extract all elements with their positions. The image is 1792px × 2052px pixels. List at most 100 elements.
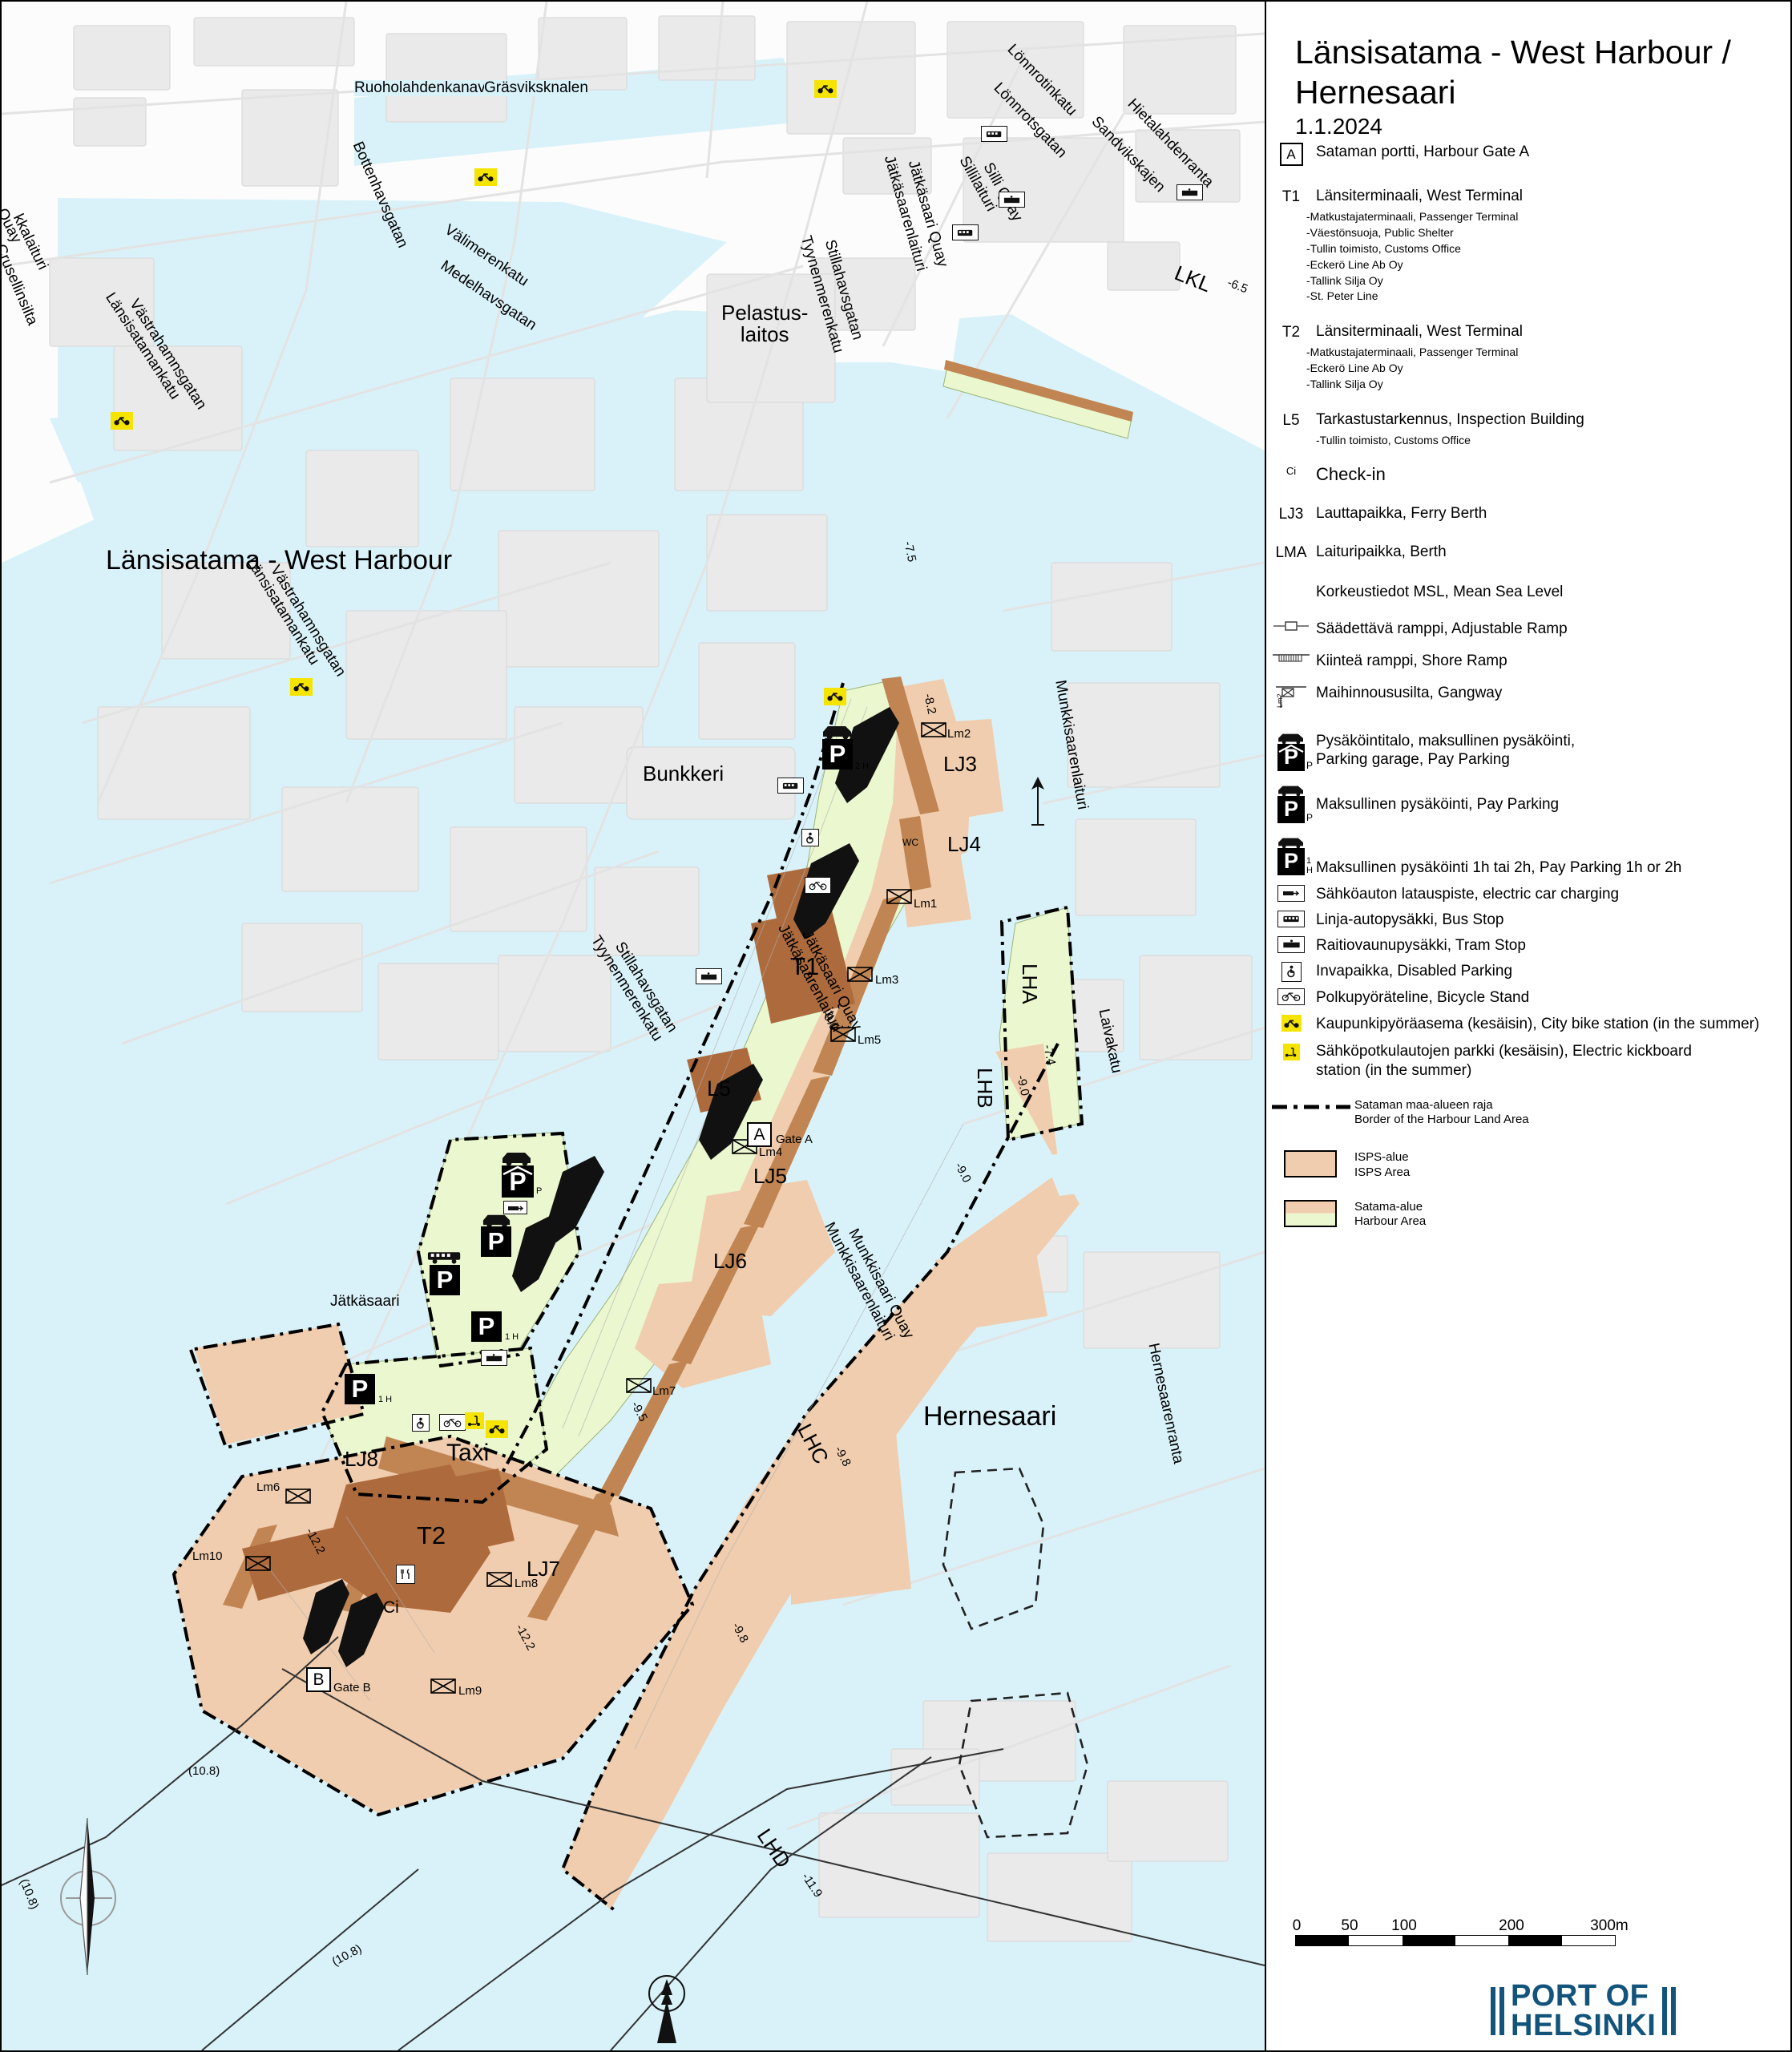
label-bunkkeri: Bunkkeri [643,761,724,786]
gate-a-swatch: A [1279,143,1303,166]
disabled-parking-icon [1281,961,1302,982]
berth-lj3: LJ3 [943,752,977,776]
border-line-icon [1272,1105,1350,1109]
logo-bars-left [1491,1987,1504,2036]
legend-item-kickboard: Sähköpotkulautojen parkki (kesäisin), El… [1266,1042,1792,1081]
bicycle-stand-icon[interactable] [805,877,831,894]
logo-bars-right [1662,1987,1677,2036]
legend-label-harbour-area: Satama-alue Harbour Area [1354,1199,1427,1229]
map-canvas[interactable]: Länsisatama - West Harbour Hernesaari Pe… [0,0,1266,2052]
legend-label-tram-stop: Raitiovaunupysäkki, Tram Stop [1316,936,1526,954]
legend-key-t1: T1 [1281,188,1301,205]
street-ruoholahdenkanava: Ruoholahdenkanava [354,79,494,96]
adjustable-ramp-icon [1273,621,1309,631]
legend-title: Länsisatama - West Harbour / Hernesaari [1295,34,1731,111]
isps-area-swatch [1284,1150,1337,1177]
legend-panel: Länsisatama - West Harbour / Hernesaari … [1266,0,1792,2052]
berth-lj7: LJ7 [527,1557,560,1581]
legend-label-kickboard: Sähköpotkulautojen parkki (kesäisin), El… [1316,1043,1692,1079]
legend-sub-t1-2: -Tullin toimisto, Customs Office [1306,241,1461,255]
legend-label-border: Sataman maa-alueen raja Border of the Ha… [1354,1097,1529,1127]
city-bike-icon[interactable] [111,412,133,430]
car-icon [1278,786,1303,796]
ramp-lm6: Lm6 [256,1480,281,1494]
ramp-lm1: Lm1 [914,897,938,911]
legend-item-pay-parking: P P Maksullinen pysäköinti, Pay Parking [1266,784,1792,823]
kickboard-icon[interactable] [465,1412,484,1429]
city-bike-icon[interactable] [290,678,313,696]
terminal-t2-label: T2 [417,1521,446,1549]
legend-key-ferry-berth: LJ3 [1278,506,1304,523]
legend-label-msl: Korkeustiedot MSL, Mean Sea Level [1316,584,1564,601]
legend-date: 1.1.2024 [1295,114,1382,139]
parking-garage-icon: P [1277,743,1305,771]
tram-stop-icon [1277,935,1305,953]
north-arrow-small [1031,777,1044,826]
legend-label-t1: Länsiterminaali, West Terminal [1316,188,1524,204]
gate-a-label: Gate A [776,1133,813,1146]
bicycle-stand-icon [1277,988,1305,1005]
ramp-lm2: Lm2 [947,727,971,741]
legend-label-ferry-berth: Lauttapaikka, Ferry Berth [1316,505,1487,523]
legend-key-checkin: Ci [1285,464,1297,477]
legend-item-shore-ramp: Kiinteä ramppi, Shore Ramp [1266,652,1792,671]
legend-item-disabled-parking: Invapaikka, Disabled Parking [1266,961,1792,982]
legend-sub-t1-0: -Matkustajaterminaali, Passenger Termina… [1306,210,1519,223]
legend-label-disabled-par: Invapaikka, Disabled Parking [1316,962,1513,980]
disabled-parking-icon[interactable] [412,1414,430,1432]
tram-stop-icon[interactable] [481,1350,507,1366]
legend-label-t2: Länsiterminaali, West Terminal [1316,323,1524,341]
gate-a-marker[interactable]: A [747,1122,772,1147]
legend-label-checkin: Check-in [1316,463,1386,484]
legend-item-t2: T2 Länsiterminaali, West Terminal -Matku… [1266,322,1792,393]
bicycle-stand-icon[interactable] [439,1414,466,1431]
pay-parking-icon: P [1277,795,1305,823]
berth-lj8: LJ8 [345,1447,378,1471]
city-bike-icon[interactable] [474,168,497,186]
restaurant-icon[interactable] [396,1565,415,1584]
map-vector-layer [2,2,1265,2050]
legend-label-pay-parking-1h2h: Maksullinen pysäköinti 1h tai 2h, Pay Pa… [1316,858,1682,876]
disabled-parking-icon[interactable] [801,829,819,846]
tram-stop-icon[interactable] [1177,184,1203,200]
city-bike-icon[interactable] [814,80,837,98]
bus-stop-icon[interactable] [952,224,979,240]
legend-item-harbour-area: Satama-alue Harbour Area [1266,1199,1792,1230]
berth-lhb: LHB [973,1068,997,1109]
legend-item-parking-garage: P P Pysäköintitalo, maksullinen pysäköin… [1266,732,1792,771]
kickboard-icon [1282,1044,1300,1060]
legend-label-city-bike: Kaupunkipyöräasema (kesäisin), City bike… [1316,1016,1760,1033]
legend-label-gate-a: Sataman portti, Harbour Gate A [1316,143,1530,160]
bus-stop-icon[interactable] [981,126,1007,142]
ramp-lm9: Lm9 [458,1684,482,1698]
ramp-lm3: Lm3 [875,973,899,987]
city-bike-icon[interactable] [486,1420,508,1438]
wc-label: WC [902,837,918,848]
gate-b-marker[interactable]: B [306,1667,331,1692]
ramp-lm7: Lm7 [652,1384,676,1398]
berth-lj4: LJ4 [947,832,981,856]
tram-stop-icon[interactable] [999,192,1025,208]
ramp-lm10: Lm10 [192,1549,223,1563]
legend-label-pay-parking: Maksullinen pysäköinti, Pay Parking [1316,795,1560,813]
label-jatkasaari: Jätkäsaari [330,1293,400,1310]
bus-stop-icon [1277,911,1305,927]
legend-item-border: Sataman maa-alueen raja Border of the Ha… [1266,1098,1792,1129]
terminal-t1-label: T1 [790,952,820,980]
city-bike-icon[interactable] [824,688,846,705]
checkin-ci-label: Ci [383,1598,399,1617]
gate-b-label: Gate B [333,1681,371,1695]
legend-item-adjustable-ramp: Säädettävä ramppi, Adjustable Ramp [1266,620,1792,639]
street-grasviksknalen: Gräsviksknalen [484,79,588,96]
port-of-helsinki-logo: PORT OF HELSINKI [1491,1981,1677,2041]
scale-tick-100: 100 [1391,1917,1417,1934]
svg-text:Lm2: Lm2 [1276,693,1284,708]
berth-lj6: LJ6 [713,1249,747,1273]
map-title-hernesaari: Hernesaari [923,1401,1057,1432]
legend-key-t2: T2 [1281,324,1301,341]
legend-item-gangway: Lm2 Maihinnoususilta, Gangway [1266,684,1792,711]
bus-stop-icon[interactable] [777,778,804,794]
legend-entry-list: A Sataman portti, Harbour Gate A T1 Läns… [1266,143,1792,1233]
tram-stop-icon[interactable] [696,968,722,984]
